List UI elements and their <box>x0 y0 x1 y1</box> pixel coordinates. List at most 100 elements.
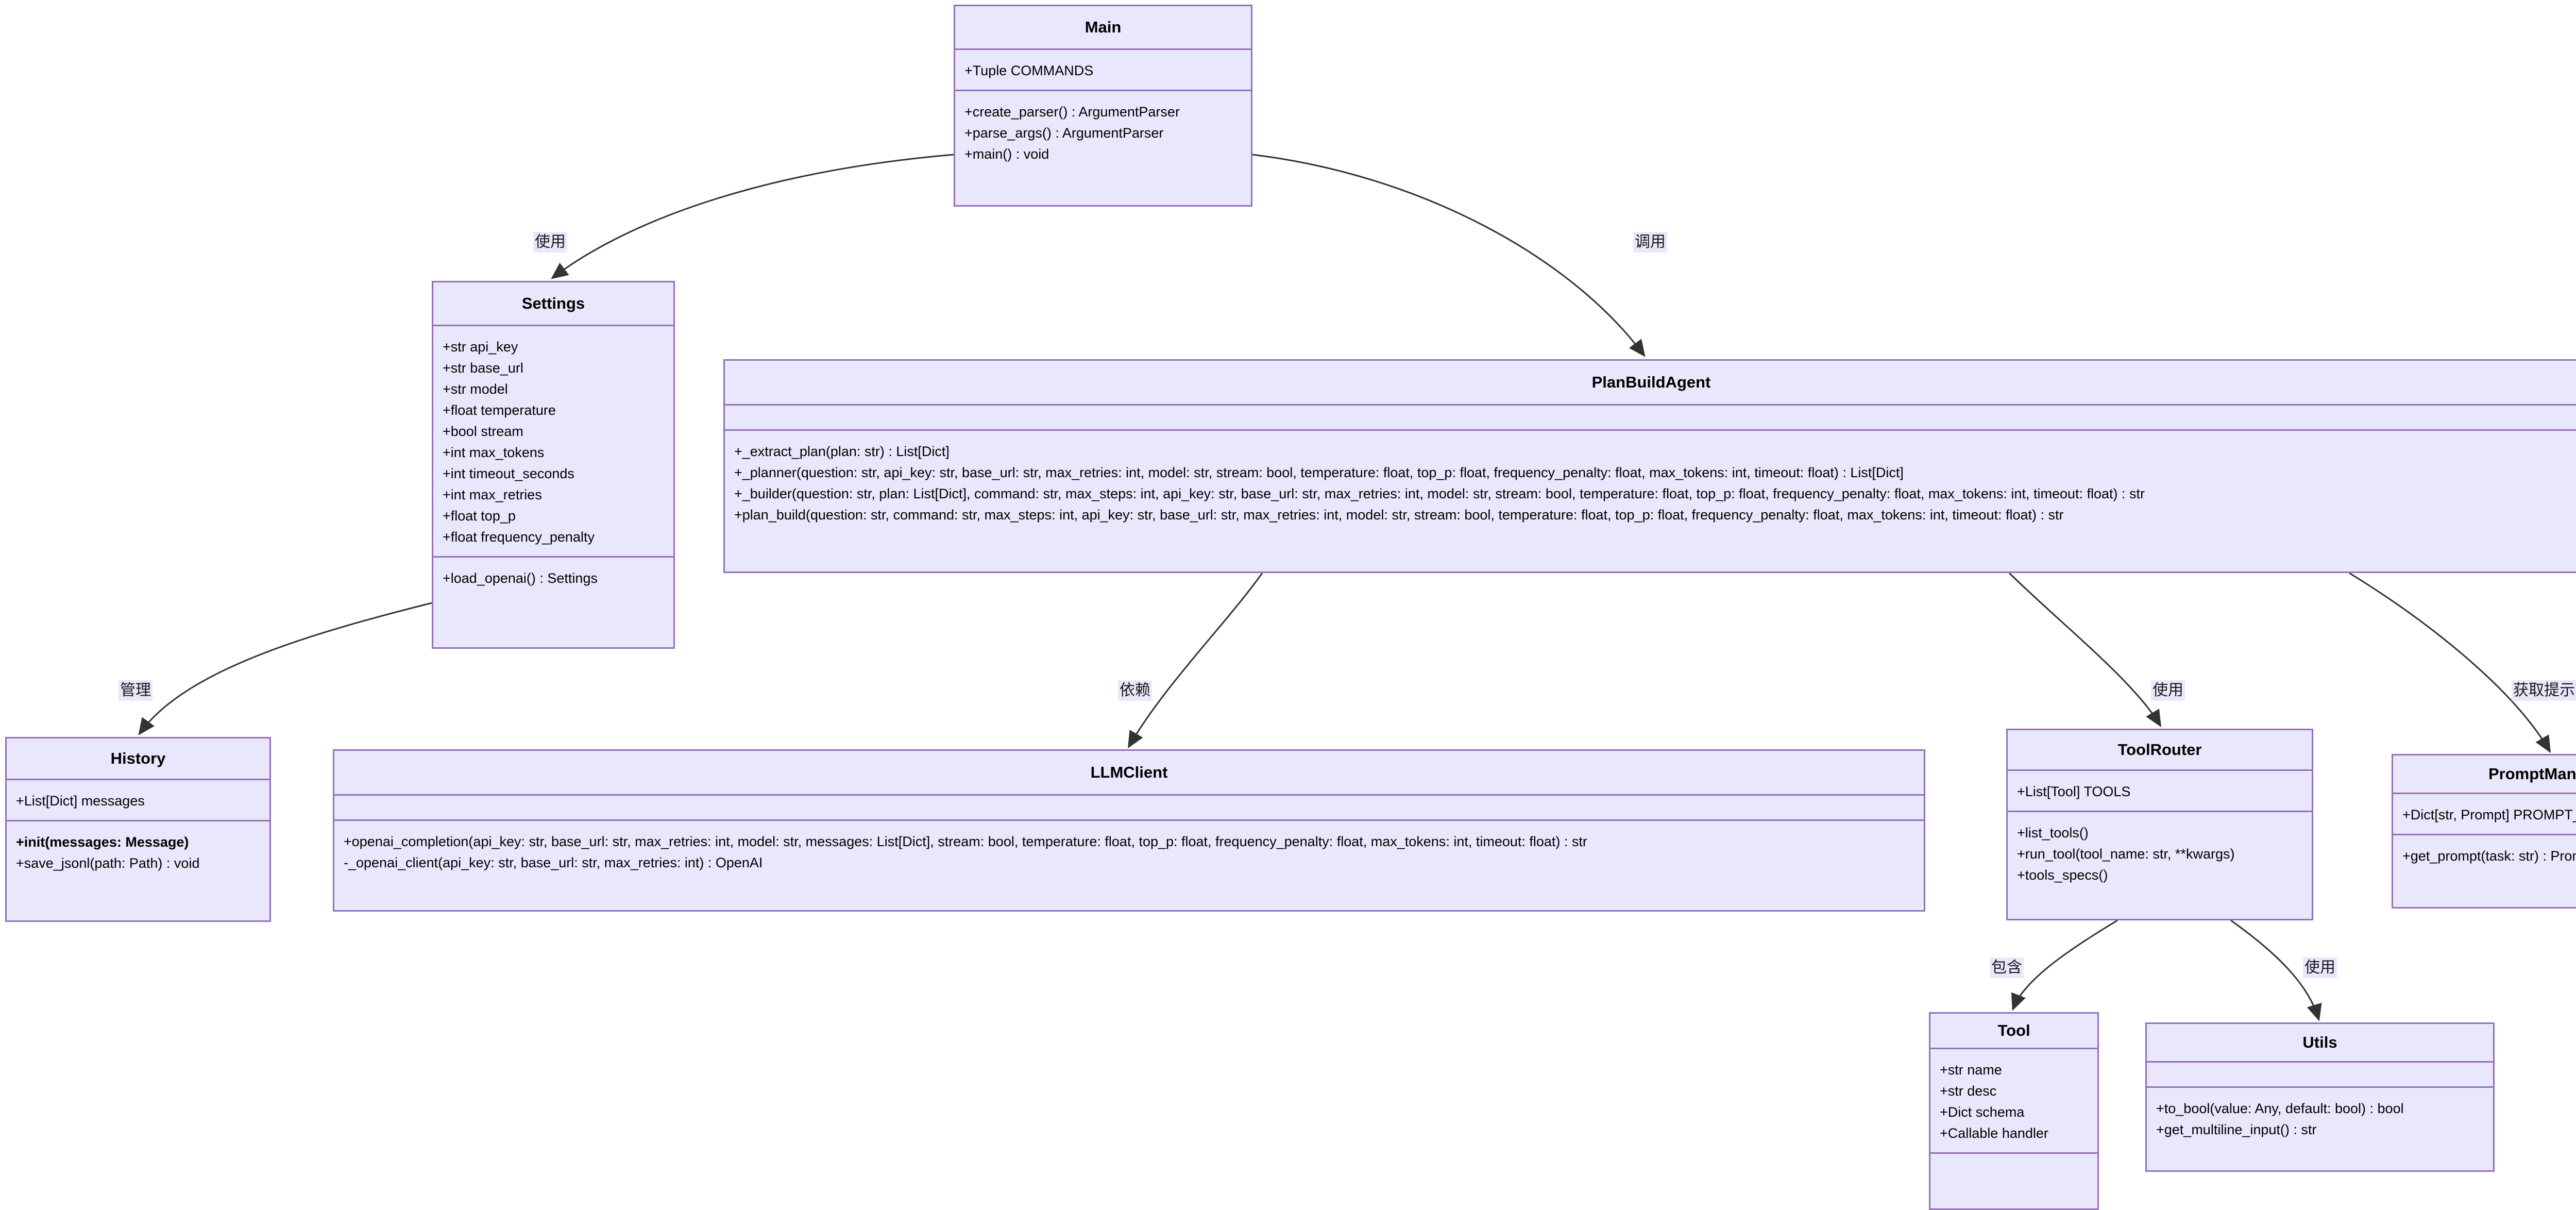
class-operations-main: +create_parser() : ArgumentParser +parse… <box>955 91 1251 173</box>
class-title-history: History <box>110 749 166 767</box>
separator <box>7 820 269 822</box>
class-attributes-main: +Tuple COMMANDS <box>955 50 1251 90</box>
separator <box>433 556 673 558</box>
operation-row: +get_multiline_input() : str <box>2156 1122 2317 1138</box>
edge-label-toolrouter-tool: 包含 <box>1990 957 2024 978</box>
attribute-row: +float top_p <box>443 508 516 524</box>
class-box-utils[interactable]: Utils +to_bool(value: Any, default: bool… <box>2145 1022 2495 1172</box>
operation-row: +init(messages: Message) <box>16 832 260 853</box>
separator <box>1930 1152 2097 1154</box>
class-title-settings: Settings <box>521 294 585 312</box>
separator <box>1930 1048 2097 1049</box>
class-operations-toolrouter: +list_tools() +run_tool(tool_name: str, … <box>2008 812 2312 894</box>
operation-row: +create_parser() : ArgumentParser <box>964 104 1180 120</box>
operation-row: +openai_completion(api_key: str, base_ur… <box>344 834 1587 849</box>
class-box-main[interactable]: Main +Tuple COMMANDS +create_parser() : … <box>954 5 1252 207</box>
edge-label-toolrouter-utils: 使用 <box>2303 957 2337 978</box>
edge-settings-history <box>138 602 432 735</box>
edge-toolrouter-tool <box>2011 919 2118 1011</box>
operation-row: +main() : void <box>964 146 1049 162</box>
edge-agent-llmclient <box>1127 573 1263 749</box>
operation-row: +load_openai() : Settings <box>443 570 598 586</box>
separator <box>955 48 1251 50</box>
class-attributes-history: +List[Dict] messages <box>7 780 269 820</box>
class-title-tool: Tool <box>1997 1021 2030 1039</box>
operation-row: +tools_specs() <box>2017 867 2108 883</box>
separator <box>2147 1061 2493 1063</box>
class-title-utils: Utils <box>2302 1033 2337 1051</box>
separator <box>2393 793 2576 794</box>
class-operations-history: +init(messages: Message) +save_jsonl(pat… <box>7 821 269 882</box>
separator <box>2393 834 2576 836</box>
class-title-planbuildagent: PlanBuildAgent <box>1591 373 1711 391</box>
operation-row: +_planner(question: str, api_key: str, b… <box>734 465 1904 481</box>
attribute-row: +str model <box>443 381 508 397</box>
operation-row: +_builder(question: str, plan: List[Dict… <box>734 486 2145 502</box>
operation-row: -_openai_client(api_key: str, base_url: … <box>344 855 763 871</box>
class-title-main: Main <box>1084 18 1122 36</box>
class-box-toolrouter[interactable]: ToolRouter +List[Tool] TOOLS +list_tools… <box>2006 729 2313 920</box>
separator <box>2008 811 2312 813</box>
operation-row: +save_jsonl(path: Path) : void <box>16 855 200 871</box>
class-title-llmclient: LLMClient <box>1090 763 1168 781</box>
edge-label-agent-toolrouter: 使用 <box>2151 680 2185 701</box>
class-operations-llmclient: +openai_completion(api_key: str, base_ur… <box>334 821 1924 882</box>
operation-row: +run_tool(tool_name: str, **kwargs) <box>2017 846 2235 862</box>
operation-row: +parse_args() : ArgumentParser <box>964 125 1164 141</box>
class-attributes-llmclient <box>334 796 1924 819</box>
separator <box>725 404 2576 406</box>
class-box-history[interactable]: History +List[Dict] messages +init(messa… <box>5 737 271 922</box>
class-attributes-utils <box>2147 1063 2493 1086</box>
edge-agent-toolrouter <box>2008 572 2162 728</box>
class-box-promptmanager[interactable]: PromptManager +Dict[str, Prompt] PROMPT_… <box>2392 754 2576 909</box>
separator <box>7 779 269 780</box>
attribute-row: +List[Tool] TOOLS <box>2017 784 2131 799</box>
separator <box>334 819 1924 821</box>
separator <box>2008 769 2312 771</box>
attribute-row: +bool stream <box>443 424 523 440</box>
attribute-row: +Callable handler <box>1940 1125 2048 1141</box>
attribute-row: +str api_key <box>443 339 518 355</box>
separator <box>955 90 1251 92</box>
class-box-llmclient[interactable]: LLMClient +openai_completion(api_key: st… <box>333 749 1925 912</box>
class-box-settings[interactable]: Settings +str api_key +str base_url +str… <box>432 281 675 649</box>
attribute-row: +int max_retries <box>443 487 542 503</box>
separator <box>2147 1086 2493 1088</box>
class-attributes-promptmanager: +Dict[str, Prompt] PROMPT_LIB <box>2393 794 2576 834</box>
separator <box>725 429 2576 431</box>
class-operations-tool <box>1930 1154 2097 1187</box>
operation-row: +to_bool(value: Any, default: bool) : bo… <box>2156 1101 2404 1116</box>
operation-row: +_extract_plan(plan: str) : List[Dict] <box>734 444 950 459</box>
operation-row: +list_tools() <box>2017 825 2089 841</box>
separator <box>334 794 1924 796</box>
edge-main-settings <box>551 154 954 279</box>
attribute-row: +str name <box>1940 1062 2002 1078</box>
attribute-row: +List[Dict] messages <box>16 793 145 809</box>
class-attributes-tool: +str name +str desc +Dict schema +Callab… <box>1930 1049 2097 1152</box>
attribute-row: +str desc <box>1940 1083 1997 1099</box>
edge-label-settings-history: 管理 <box>118 680 152 701</box>
edge-label-agent-llmclient: 依赖 <box>1118 680 1152 701</box>
class-attributes-planbuildagent <box>725 406 2576 429</box>
attribute-row: +str base_url <box>443 360 523 376</box>
attribute-row: +int timeout_seconds <box>443 466 574 482</box>
class-box-tool[interactable]: Tool +str name +str desc +Dict schema +C… <box>1929 1012 2099 1210</box>
operation-init-label: +init(messages: Message) <box>16 834 189 850</box>
operation-row: +plan_build(question: str, command: str,… <box>734 507 2064 523</box>
attribute-row: +int max_tokens <box>443 445 545 461</box>
class-attributes-settings: +str api_key +str base_url +str model +f… <box>433 326 673 556</box>
attribute-row: +Dict[str, Prompt] PROMPT_LIB <box>2402 807 2576 822</box>
edge-agent-promptmanager <box>2349 572 2551 753</box>
class-operations-settings: +load_openai() : Settings <box>433 558 673 597</box>
class-box-planbuildagent[interactable]: PlanBuildAgent +_extract_plan(plan: str)… <box>723 359 2576 573</box>
class-operations-planbuildagent: +_extract_plan(plan: str) : List[Dict] +… <box>725 431 2576 534</box>
edge-label-agent-promptmanager: 获取提示 <box>2512 680 2576 701</box>
edge-label-main-settings: 使用 <box>533 232 567 253</box>
attribute-row: +float temperature <box>443 402 556 418</box>
class-operations-utils: +to_bool(value: Any, default: bool) : bo… <box>2147 1088 2493 1149</box>
edge-label-main-agent: 调用 <box>1633 232 1667 253</box>
separator <box>433 325 673 326</box>
operation-row: +get_prompt(task: str) : Prompt <box>2402 848 2576 864</box>
attribute-row: +Dict schema <box>1940 1104 2025 1120</box>
